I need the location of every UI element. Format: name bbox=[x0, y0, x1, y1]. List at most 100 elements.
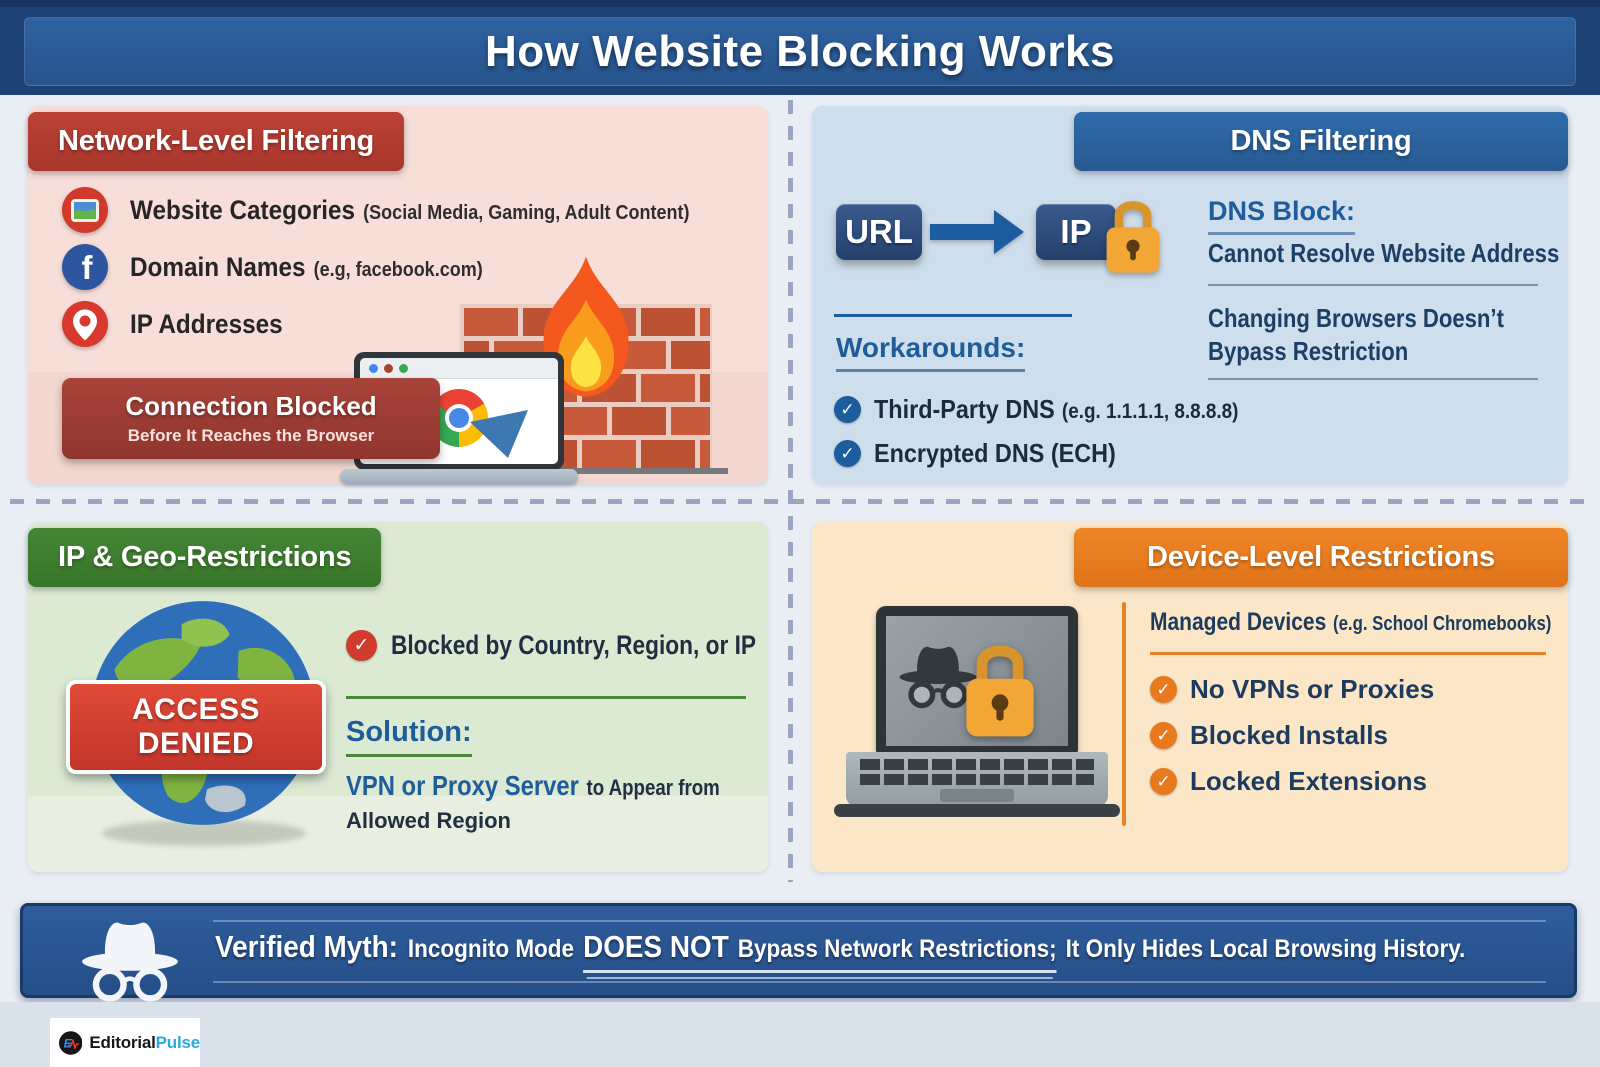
blocked-subtitle: Before It Reaches the Browser bbox=[127, 426, 375, 445]
decorative-line bbox=[213, 920, 1546, 922]
workaround-item: ✓ Third-Party DNS (e.g. 1.1.1.1, 8.8.8.8) bbox=[834, 394, 1279, 425]
geo-blocked-text: Blocked by Country, Region, or IP bbox=[391, 630, 757, 660]
fire-icon bbox=[543, 256, 629, 397]
solution-line1: VPN or Proxy Server to Appear from bbox=[346, 770, 786, 802]
check-icon: ✓ bbox=[346, 630, 377, 661]
managed-note: (e.g. School Chromebooks) bbox=[1332, 613, 1552, 635]
item-label: IP Addresses bbox=[130, 308, 283, 339]
access-denied-badge: ACCESS DENIED bbox=[66, 680, 326, 774]
myth-text: Verified Myth: Incognito Mode DOES NOT Bypa… bbox=[215, 906, 1564, 995]
managed-devices-title: Managed Devices(e.g. School Chromebooks) bbox=[1150, 608, 1600, 637]
divider-line bbox=[1208, 378, 1538, 380]
page-title: How Website Blocking Works bbox=[485, 26, 1115, 76]
blocked-title: Connection Blocked bbox=[125, 391, 377, 421]
dns-block-title: DNS Block: bbox=[1208, 196, 1356, 235]
divider-line bbox=[1208, 284, 1538, 286]
window-dot-green-icon bbox=[399, 363, 408, 373]
check-icon: ✓ bbox=[834, 396, 861, 423]
check-icon: ✓ bbox=[834, 440, 861, 467]
check-icon: ✓ bbox=[1150, 722, 1177, 749]
item-label: Domain Names bbox=[130, 251, 306, 282]
workaround-note: (e.g. 1.1.1.1, 8.8.8.8) bbox=[1061, 400, 1239, 423]
title-banner: How Website Blocking Works bbox=[0, 7, 1600, 95]
window-dot-blue-icon bbox=[369, 363, 378, 373]
solution-title: Solution: bbox=[346, 716, 472, 757]
network-panel-header: Network-Level Filtering bbox=[28, 112, 405, 171]
geo-panel-header: IP & Geo-Restrictions bbox=[28, 528, 382, 587]
item-note: (e.g, facebook.com) bbox=[313, 258, 483, 281]
workarounds-title: Workarounds: bbox=[836, 332, 1026, 372]
connection-blocked-callout: Connection Blocked Before It Reaches the… bbox=[62, 378, 440, 459]
horizontal-dashed-divider bbox=[10, 499, 1590, 504]
svg-text:f: f bbox=[82, 249, 94, 286]
vertical-dashed-divider bbox=[788, 100, 793, 882]
laptop-base bbox=[834, 804, 1120, 817]
device-restriction-item: ✓ No VPNs or Proxies bbox=[1150, 674, 1434, 705]
divider-line bbox=[834, 314, 1072, 317]
decorative-line bbox=[213, 981, 1546, 983]
dns-panel-header: DNS Filtering bbox=[1074, 112, 1568, 171]
bounce-arrow-icon bbox=[470, 410, 528, 458]
padlock-icon bbox=[1106, 201, 1160, 273]
list-item: f Domain Names (e.g, facebook.com) bbox=[62, 241, 752, 293]
top-border-strip bbox=[0, 0, 1600, 7]
network-filtering-panel: Network-Level Filtering Website Categori… bbox=[28, 106, 768, 484]
divider-line bbox=[346, 696, 746, 699]
url-to-ip-arrow-icon bbox=[930, 210, 1024, 254]
incognito-icon bbox=[82, 922, 178, 1002]
list-item: Website Categories (Social Media, Gaming,… bbox=[62, 184, 752, 236]
workaround-label: Encrypted DNS (ECH) bbox=[874, 438, 1116, 468]
touchpad bbox=[940, 789, 1014, 802]
brand-logo: E EditorialPulse bbox=[50, 1018, 200, 1067]
managed-label: Managed Devices bbox=[1150, 608, 1327, 636]
check-icon: ✓ bbox=[1150, 676, 1177, 703]
brand-name-dark: Editorial bbox=[89, 1032, 156, 1052]
wall-base bbox=[446, 468, 728, 474]
device-restriction-item: ✓ Locked Extensions bbox=[1150, 766, 1427, 797]
solution-line2: Allowed Region bbox=[346, 808, 511, 833]
window-dot-red-icon bbox=[384, 363, 393, 373]
browser-note: Changing Browsers Doesn’t Bypass Restric… bbox=[1208, 303, 1504, 367]
workaround-label: Third-Party DNS bbox=[874, 394, 1055, 424]
svg-text:E: E bbox=[64, 1036, 73, 1050]
check-icon: ✓ bbox=[1150, 768, 1177, 795]
url-token: URL bbox=[836, 204, 922, 260]
divider-line bbox=[1150, 652, 1546, 655]
myth-underlined-group: DOES NOT Bypass Network Restrictions; bbox=[583, 928, 1057, 979]
myth-part1: Incognito Mode bbox=[407, 934, 575, 963]
geo-restrictions-panel: IP & Geo-Restrictions ACCESS DENIED ✓ Bl… bbox=[28, 522, 768, 872]
browser-titlebar bbox=[360, 358, 558, 379]
footer-band bbox=[0, 1002, 1600, 1067]
vertical-accent-divider bbox=[1122, 602, 1126, 826]
brand-name: EditorialPulse bbox=[89, 1033, 200, 1053]
solution-main: VPN or Proxy Server bbox=[346, 770, 579, 801]
device-item-label: Locked Extensions bbox=[1190, 766, 1427, 796]
verified-myth-banner: Verified Myth: Incognito Mode DOES NOT Bypa… bbox=[20, 903, 1577, 1002]
workaround-item: ✓ Encrypted DNS (ECH) bbox=[834, 438, 1151, 469]
myth-underlined: Bypass Network Restrictions; bbox=[737, 934, 1057, 963]
editorialpulse-logo-icon: E bbox=[59, 1030, 83, 1055]
list-item: IP Addresses bbox=[62, 298, 752, 350]
myth-emphasis: DOES NOT bbox=[583, 928, 729, 964]
device-panel-header: Device-Level Restrictions bbox=[1074, 528, 1568, 587]
laptop-base bbox=[340, 469, 578, 484]
device-restriction-item: ✓ Blocked Installs bbox=[1150, 720, 1388, 751]
geo-blocked-item: ✓ Blocked by Country, Region, or IP bbox=[346, 630, 826, 661]
solution-tail: to Appear from bbox=[586, 775, 720, 800]
managed-laptop bbox=[834, 606, 1120, 820]
myth-suffix: It Only Hides Local Browsing History. bbox=[1065, 934, 1466, 963]
facebook-icon: f bbox=[62, 244, 108, 290]
padlock-icon bbox=[966, 645, 1034, 737]
item-note: (Social Media, Gaming, Adult Content) bbox=[363, 201, 690, 224]
ip-token: IP bbox=[1036, 204, 1116, 260]
device-item-label: No VPNs or Proxies bbox=[1190, 674, 1435, 704]
title-panel: How Website Blocking Works bbox=[24, 17, 1576, 86]
device-restrictions-panel: Device-Level Restrictions Manag bbox=[812, 522, 1568, 872]
laptop-keyboard bbox=[846, 752, 1108, 806]
myth-prefix: Verified Myth: bbox=[215, 928, 398, 964]
location-pin-icon bbox=[62, 301, 108, 347]
network-criteria-list: Website Categories (Social Media, Gaming,… bbox=[62, 184, 752, 355]
dns-block-text: Cannot Resolve Website Address bbox=[1208, 238, 1560, 268]
device-item-label: Blocked Installs bbox=[1190, 720, 1388, 750]
item-label: Website Categories bbox=[130, 194, 356, 225]
